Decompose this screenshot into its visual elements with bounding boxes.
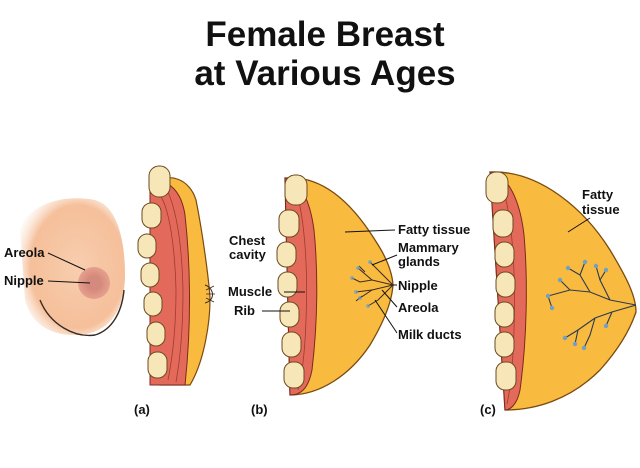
ducts-fill-c	[545, 259, 609, 351]
caption-c: (c)	[480, 402, 496, 417]
label-fatty-tissue-b: Fatty tissue	[398, 222, 470, 237]
label-mammary-glands-1: Mammary	[398, 240, 459, 255]
ribs-b	[276, 174, 308, 389]
label-fatty-tissue-c-2: tissue	[582, 202, 620, 217]
label-fatty-tissue-c-1: Fatty	[582, 187, 614, 202]
label-chest-cavity-2: cavity	[229, 247, 267, 262]
caption-a: (a)	[134, 402, 150, 417]
label-chest-cavity-1: Chest	[229, 233, 266, 248]
title-line-2: at Various Ages	[194, 54, 456, 93]
panel-c-section	[485, 171, 637, 411]
label-muscle: Muscle	[228, 284, 272, 299]
label-nipple-a: Nipple	[4, 273, 44, 288]
title-line-1: Female Breast	[205, 15, 445, 54]
ribs-a	[137, 165, 171, 379]
label-mammary-glands-2: glands	[398, 254, 440, 269]
caption-b: (b)	[251, 402, 268, 417]
label-areola-b: Areola	[398, 300, 439, 315]
nipple-shape	[88, 277, 100, 289]
ribs-c	[485, 171, 517, 391]
label-rib: Rib	[234, 303, 255, 318]
panel-b-section	[276, 174, 394, 396]
label-areola-a: Areola	[4, 245, 45, 260]
label-nipple-b: Nipple	[398, 278, 438, 293]
ducts-fill-b	[350, 260, 372, 308]
panel-a-external-breast	[20, 198, 125, 337]
panel-a-section	[137, 165, 215, 386]
label-milk-ducts: Milk ducts	[398, 327, 462, 342]
